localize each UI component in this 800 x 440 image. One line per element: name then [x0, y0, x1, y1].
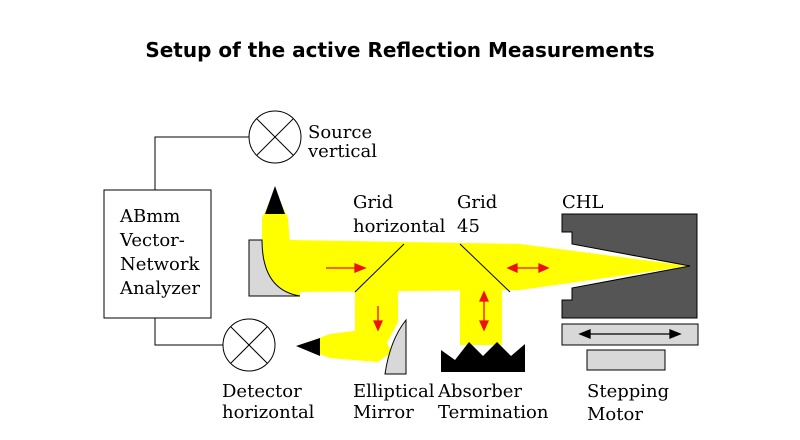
analyzer-label: ABmm Vector- Network Analyzer	[119, 206, 205, 299]
absorber-label: Absorber Termination	[437, 381, 549, 423]
absorber-termination	[441, 342, 525, 372]
main-beam	[262, 232, 690, 296]
stage-double-arrow-icon	[578, 329, 682, 339]
grid-45-label: Grid 45	[457, 192, 503, 237]
detector-mixer-icon	[222, 318, 276, 372]
detector-horn-icon	[296, 338, 320, 356]
detector-label: Detector horizontal	[222, 381, 315, 423]
source-mixer-icon	[248, 110, 302, 164]
diagram-title: Setup of the active Reflection Measureme…	[145, 38, 654, 62]
detector-wire	[154, 318, 223, 346]
source-wire	[154, 136, 249, 190]
elliptical-mirror-label: Elliptical Mirror	[353, 381, 440, 423]
chl-body	[561, 213, 698, 319]
grid-horizontal-label: Grid horizontal	[353, 192, 446, 237]
elliptical-mirror	[384, 318, 407, 375]
grid-horizontal-line	[354, 243, 405, 293]
stepping-motor-label: Stepping Motor	[587, 381, 675, 425]
chl-label: CHL	[562, 192, 603, 213]
absorber-beam	[460, 288, 502, 345]
source-label: Source vertical	[307, 122, 378, 162]
grid-45-line	[459, 243, 511, 293]
source-horn-icon	[265, 186, 285, 214]
analyzer-box	[103, 189, 212, 319]
stepping-motor-box	[586, 349, 666, 371]
detector-beam	[298, 328, 392, 362]
signal-arrows	[326, 262, 550, 332]
source-reflector	[248, 239, 301, 297]
